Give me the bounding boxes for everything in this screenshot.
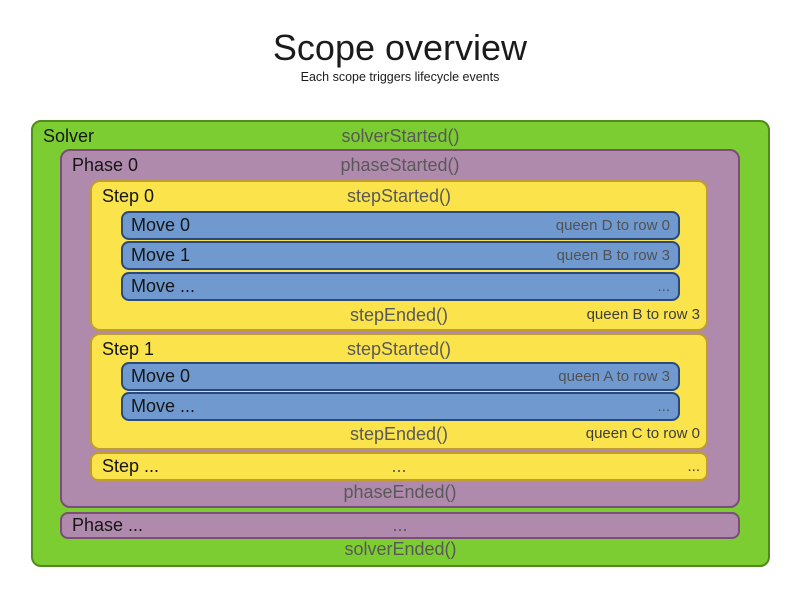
phase-0-label: Phase 0 [72,155,139,175]
step-1-started-event: stepStarted() [346,339,452,359]
step-1-ended-event: stepEnded() [349,424,449,444]
step-0-started-event: stepStarted() [346,186,452,206]
step-0-ended-event: stepEnded() [349,305,449,325]
step-more-right-ellipsis: ... [687,458,700,475]
phase-0-ended-event: phaseEnded() [343,482,457,502]
move-label: Move 0 [131,215,191,235]
step-more-scope-box: Step ... ... ... [90,452,708,481]
phase-more-label: Phase ... [72,515,144,535]
step-0-move-0-box: Move 0 queen D to row 0 [121,211,680,240]
move-note: queen A to row 3 [558,368,670,385]
step-1-label: Step 1 [102,339,155,359]
step-0-ended-note: queen B to row 3 [586,306,700,323]
page-title: Scope overview [272,27,528,68]
step-1-ended-note: queen C to row 0 [585,425,700,442]
step-1-move-0-box: Move 0 queen A to row 3 [121,362,680,391]
move-note: queen B to row 3 [556,247,670,264]
step-0-scope-box: Step 0 stepStarted() Move 0 queen D to r… [90,180,708,331]
step-more-center-ellipsis: ... [391,456,407,476]
move-label: Move ... [131,276,196,296]
step-1-scope-box: Step 1 stepStarted() Move 0 queen A to r… [90,333,708,450]
move-label: Move ... [131,396,196,416]
step-more-label: Step ... [102,456,160,476]
phase-0-started-event: phaseStarted() [340,155,460,175]
step-1-move-more-box: Move ... ... [121,392,680,421]
solver-started-event: solverStarted() [341,126,460,146]
move-label: Move 1 [131,245,191,265]
step-0-label: Step 0 [102,186,155,206]
move-note: queen D to row 0 [555,217,670,234]
phase-more-center-ellipsis: ... [392,515,408,535]
phase-0-scope-box: Phase 0 phaseStarted() Step 0 stepStarte… [60,149,740,508]
solver-ended-event: solverEnded() [344,539,457,559]
solver-scope-box: Solver solverStarted() Phase 0 phaseStar… [31,120,770,567]
page-subtitle: Each scope triggers lifecycle events [300,70,500,84]
step-0-move-more-box: Move ... ... [121,272,680,301]
move-label: Move 0 [131,366,191,386]
move-note: ... [657,278,670,295]
move-note: ... [657,398,670,415]
step-0-move-1-box: Move 1 queen B to row 3 [121,241,680,270]
solver-label: Solver [43,126,95,146]
phase-more-scope-box: Phase ... ... [60,512,740,539]
